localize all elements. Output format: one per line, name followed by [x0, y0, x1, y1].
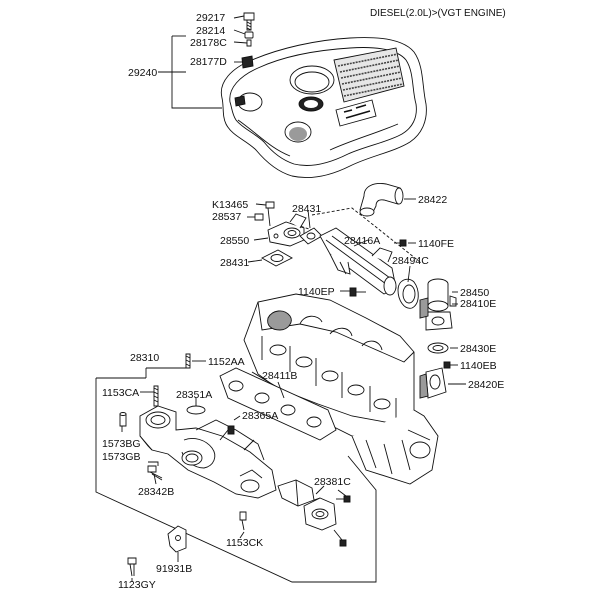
- part-label-1140EB: 1140EB: [460, 360, 497, 372]
- part-label-28177D: 28177D: [190, 56, 227, 68]
- nut-1153CK: [239, 511, 247, 531]
- part-label-1573BG: 1573BG: [102, 438, 141, 450]
- diagram-title: DIESEL(2.0L)>(VGT ENGINE): [370, 8, 506, 19]
- bolt-1140EB: [443, 361, 458, 369]
- stud-1152AA: [185, 353, 191, 369]
- stud-28342B: [147, 461, 163, 481]
- gasket-28494C: [397, 278, 419, 309]
- egr-cooler-28416A: [319, 227, 397, 296]
- mount-28177D: [241, 55, 254, 69]
- egr-flange-28420E: [419, 367, 447, 399]
- bolt-28381C-upper: [336, 495, 351, 503]
- part-label-28365A: 28365A: [242, 410, 279, 422]
- part-label-1153CA: 1153CA: [102, 387, 140, 399]
- nut-28537: [254, 213, 264, 221]
- stud-1153CA: [153, 385, 159, 407]
- bolt-K13465: [265, 201, 275, 227]
- grommet-28178C: [246, 39, 252, 47]
- part-label-28550: 28550: [220, 235, 250, 247]
- assembly-frame: [95, 378, 377, 583]
- part-label-28178C: 28178C: [190, 37, 227, 49]
- part-label-29217: 29217: [196, 12, 226, 24]
- cylinder-head: [243, 293, 415, 437]
- part-label-28214: 28214: [196, 25, 226, 37]
- part-label-28410E: 28410E: [460, 298, 497, 310]
- bolt-28381C-lower: [333, 529, 347, 547]
- manifold-gasket-28411B: [219, 367, 337, 441]
- part-label-28420E: 28420E: [468, 379, 505, 391]
- exhaust-manifold-28310: [139, 405, 277, 499]
- part-label-28537: 28537: [212, 211, 242, 223]
- part-label-K13465: K13465: [212, 199, 249, 211]
- egr-hose-28422: [359, 183, 404, 217]
- gasket-28431-lower: [261, 249, 293, 267]
- engine-cover-29240: [220, 37, 427, 178]
- bracket-91931B: [167, 525, 187, 553]
- plug-1573BG: [119, 412, 127, 427]
- engine-block: [351, 409, 439, 485]
- part-label-28422: 28422: [418, 194, 448, 206]
- part-label-1152AA: 1152AA: [208, 356, 245, 368]
- washer-28214: [244, 31, 254, 39]
- part-label-28411B: 28411B: [262, 370, 298, 382]
- part-label-28494C: 28494C: [392, 255, 429, 267]
- part-label-1140EP: 1140EP: [298, 286, 335, 298]
- egr-adapter-28550: [267, 213, 307, 247]
- part-label-28351A: 28351A: [176, 389, 213, 401]
- gasket-28351A: [186, 405, 206, 415]
- part-label-1153CK: 1153CK: [226, 537, 264, 549]
- part-label-28310: 28310: [130, 352, 160, 364]
- bolt-1140FE: [394, 239, 407, 247]
- cover-bolt-29217: [243, 12, 255, 31]
- egr-valve-28410E: [419, 278, 457, 331]
- part-label-29240: 29240: [128, 67, 158, 79]
- part-label-28381C: 28381C: [314, 476, 351, 488]
- part-label-1123GY: 1123GY: [118, 579, 156, 591]
- gasket-28430E: [427, 342, 449, 354]
- part-label-91931B: 91931B: [156, 563, 193, 575]
- bracket-28381C: [277, 479, 337, 531]
- bolt-1123GY: [127, 557, 137, 577]
- part-label-28430E: 28430E: [460, 343, 497, 355]
- bolt-1140EP: [349, 287, 366, 297]
- part-label-28342B: 28342B: [138, 486, 175, 498]
- part-label-1573GB: 1573GB: [102, 451, 141, 463]
- part-label-28431-upper: 28431: [292, 203, 322, 215]
- part-label-1140FE: 1140FE: [418, 238, 454, 250]
- part-label-28450: 28450: [460, 287, 490, 299]
- part-label-28416A: 28416A: [344, 235, 381, 247]
- sensor-28365A: [227, 425, 235, 435]
- part-label-28431-lower: 28431: [220, 257, 250, 269]
